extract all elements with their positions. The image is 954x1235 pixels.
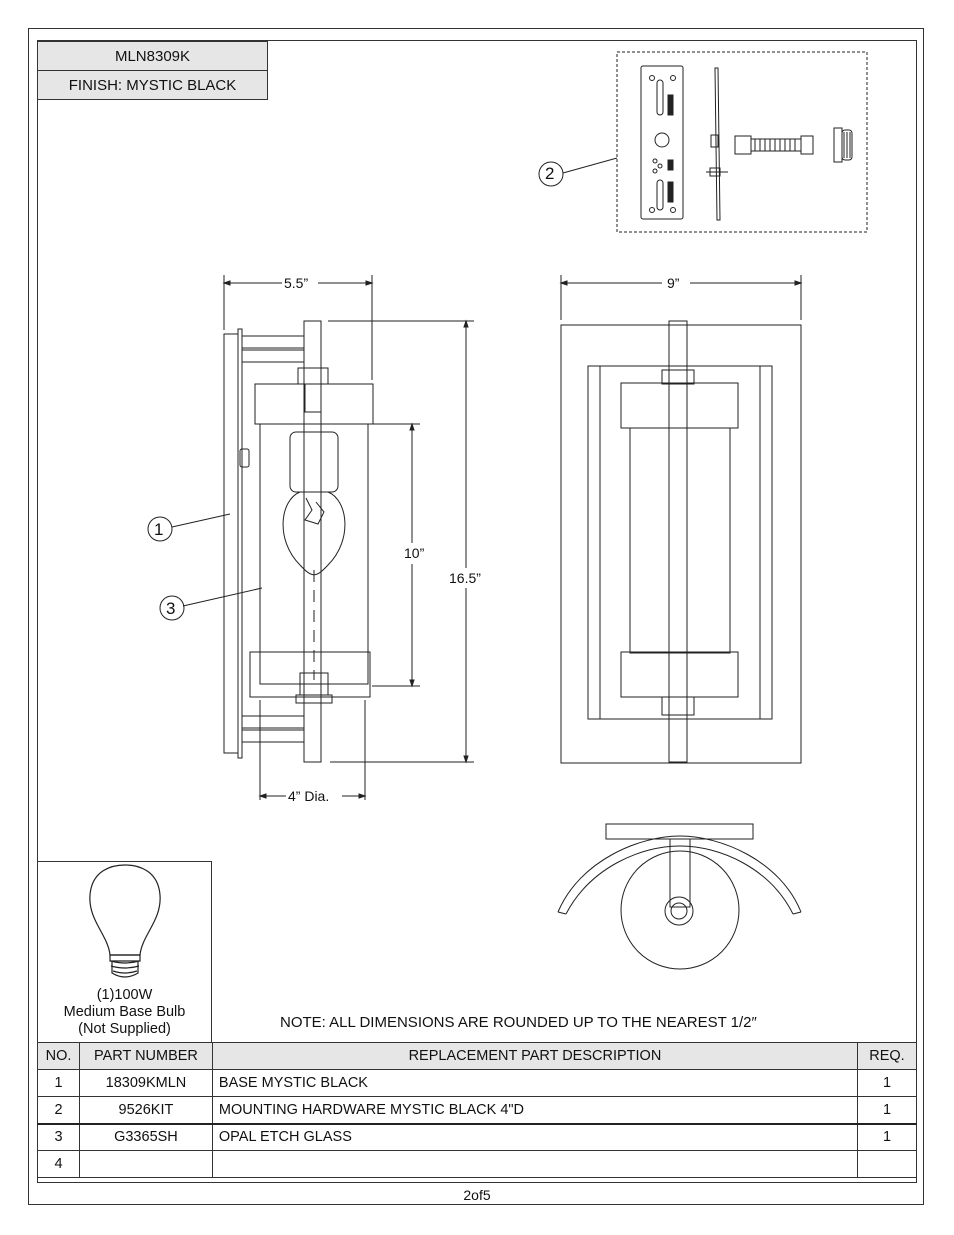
dimension-glass-height: 10” bbox=[404, 545, 425, 561]
row-no: 1 bbox=[37, 1069, 80, 1097]
row-no: 3 bbox=[37, 1123, 80, 1151]
bulb-line-1: (1)100W bbox=[96, 987, 153, 1003]
bulb-line-2: Medium Base Bulb bbox=[63, 1004, 186, 1020]
callout-1-circle bbox=[147, 516, 173, 542]
callout-2-leader bbox=[562, 157, 618, 174]
row-part-number: 9526KIT bbox=[78, 1096, 213, 1124]
dimension-width-front: 9” bbox=[667, 275, 680, 291]
bulb-line-3: (Not Supplied) bbox=[78, 1021, 171, 1037]
callout-3-circle bbox=[159, 595, 185, 621]
callout-2-label: 2 bbox=[545, 164, 555, 183]
dimension-overall-height: 16.5” bbox=[449, 570, 481, 586]
dimensions-note: NOTE: ALL DIMENSIONS ARE ROUNDED UP TO T… bbox=[280, 1014, 757, 1031]
row-req: 1 bbox=[856, 1096, 918, 1124]
sheet-frame bbox=[37, 40, 917, 1183]
row-req: 1 bbox=[856, 1069, 918, 1097]
row-no: 2 bbox=[37, 1096, 80, 1124]
parts-table: NO. PART NUMBER REPLACEMENT PART DESCRIP… bbox=[37, 1042, 918, 1178]
front-view bbox=[560, 320, 802, 764]
callout-3-label: 3 bbox=[166, 599, 176, 618]
page-border bbox=[28, 28, 924, 1205]
table-row: 1 18309KMLN BASE MYSTIC BLACK 1 bbox=[37, 1069, 918, 1097]
callout-1-leader bbox=[171, 513, 231, 528]
page-number: 2of5 bbox=[463, 1187, 491, 1203]
row-part-number: G3365SH bbox=[78, 1123, 213, 1151]
table-header-row: NO. PART NUMBER REPLACEMENT PART DESCRIP… bbox=[37, 1042, 918, 1070]
header-req: REQ. bbox=[856, 1042, 918, 1070]
row-description: MOUNTING HARDWARE MYSTIC BLACK 4"D bbox=[211, 1096, 858, 1124]
row-description: OPAL ETCH GLASS bbox=[211, 1123, 858, 1151]
header-no: NO. bbox=[37, 1042, 80, 1070]
side-dimensions bbox=[222, 275, 474, 800]
table-row: 3 G3365SH OPAL ETCH GLASS 1 bbox=[37, 1123, 918, 1151]
model-number: MLN8309K bbox=[37, 41, 268, 71]
callout-3-leader bbox=[182, 587, 263, 607]
row-part-number: 18309KMLN bbox=[78, 1069, 213, 1097]
front-dimensions bbox=[559, 275, 803, 320]
row-part-number bbox=[78, 1150, 213, 1178]
dimension-width-side: 5.5” bbox=[284, 275, 309, 291]
row-no: 4 bbox=[37, 1150, 80, 1178]
bulb-description: (1)100W Medium Base Bulb (Not Supplied) bbox=[37, 987, 212, 1038]
table-row: 4 bbox=[37, 1150, 918, 1178]
header-part-number: PART NUMBER bbox=[78, 1042, 213, 1070]
row-description: BASE MYSTIC BLACK bbox=[211, 1069, 858, 1097]
finish-label: FINISH: MYSTIC BLACK bbox=[37, 70, 268, 100]
bulb-icon bbox=[89, 864, 161, 978]
callout-1-label: 1 bbox=[154, 520, 164, 539]
row-req bbox=[856, 1150, 918, 1178]
side-view bbox=[223, 320, 374, 763]
header-description: REPLACEMENT PART DESCRIPTION bbox=[211, 1042, 858, 1070]
row-description bbox=[211, 1150, 858, 1178]
callout-2-circle bbox=[538, 161, 564, 187]
top-view bbox=[557, 823, 802, 970]
mounting-hardware-detail bbox=[616, 51, 868, 233]
dimension-glass-diameter: 4” Dia. bbox=[288, 788, 330, 804]
table-row: 2 9526KIT MOUNTING HARDWARE MYSTIC BLACK… bbox=[37, 1096, 918, 1124]
row-req: 1 bbox=[856, 1123, 918, 1151]
